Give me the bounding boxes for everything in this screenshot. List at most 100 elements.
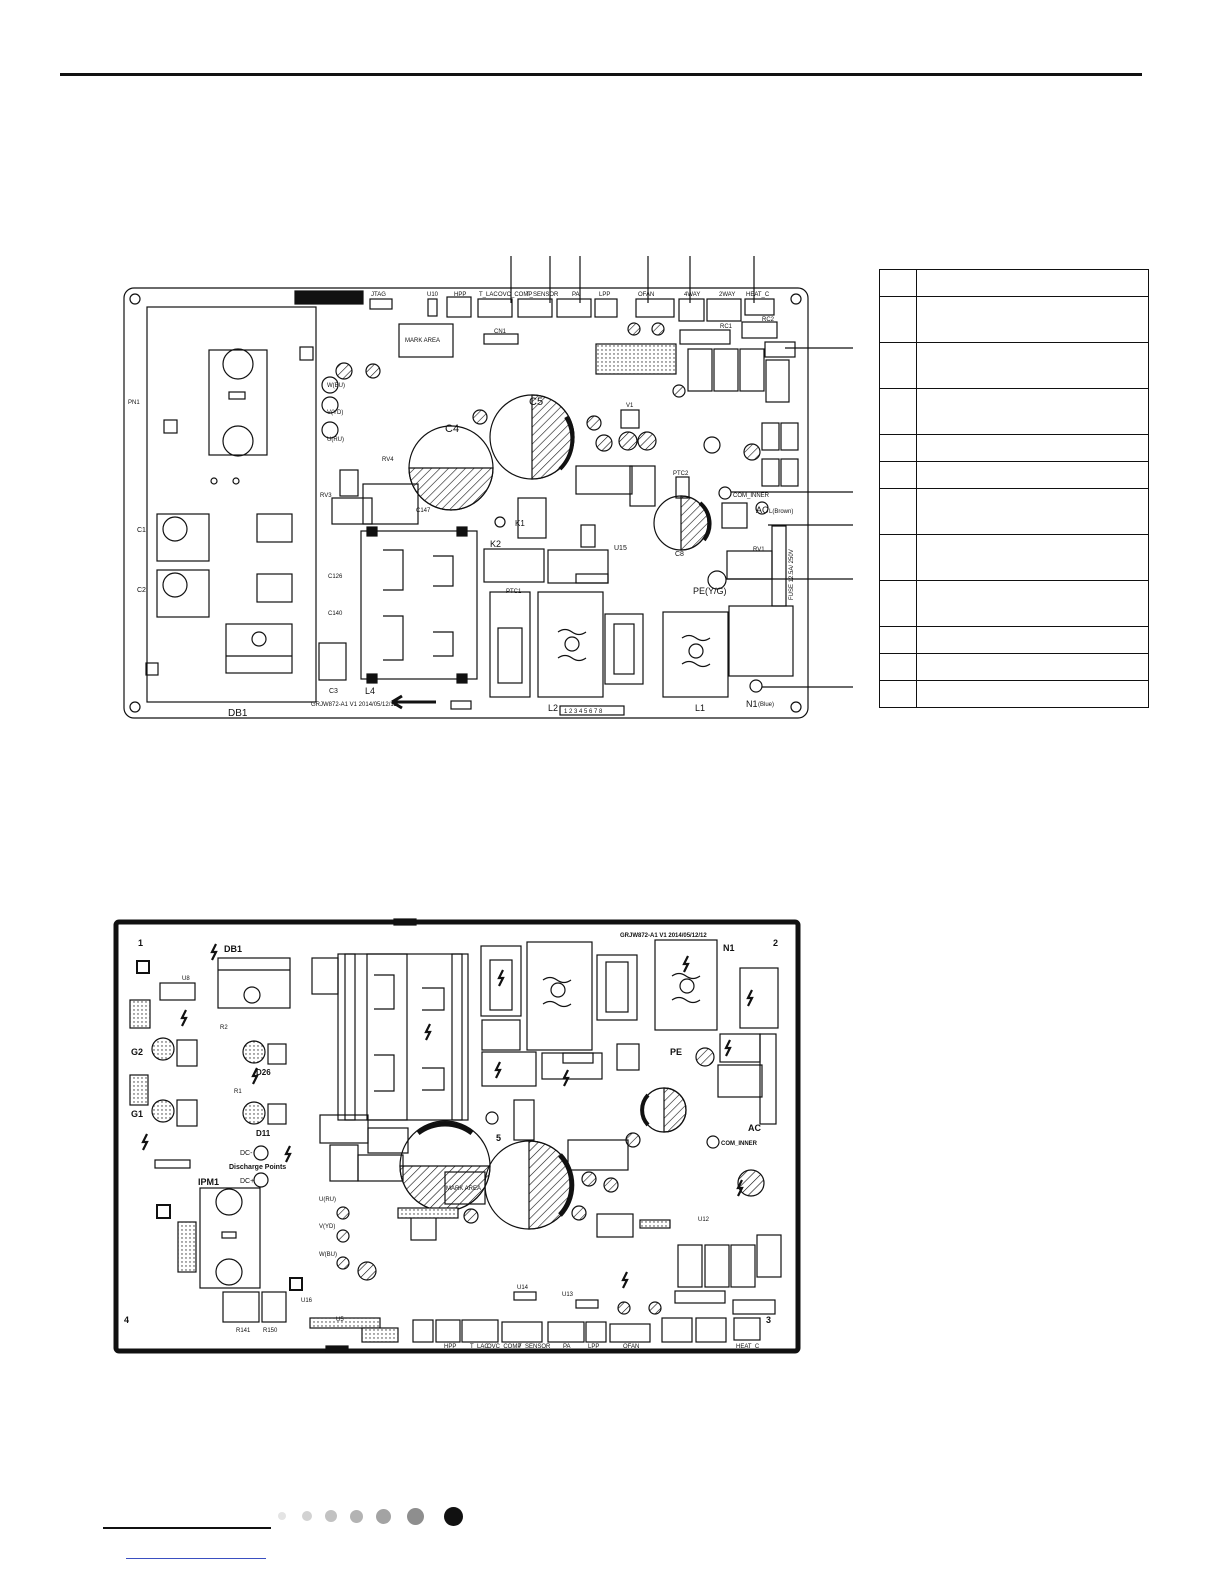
label-t-sensor: T_SENSOR <box>526 292 559 298</box>
label-v1: V1 <box>626 403 634 409</box>
legend-row <box>879 488 1149 535</box>
footer-rule <box>103 1527 271 1529</box>
legend-number-cell <box>879 296 917 343</box>
label-k2: K2 <box>490 539 501 549</box>
label-pa: PA <box>572 292 580 298</box>
board-bottom-view <box>113 918 801 1354</box>
label-db1: DB1 <box>228 708 248 719</box>
board1-outline <box>123 287 809 719</box>
b2-label-heat-c: HEAT_C <box>736 1344 760 1350</box>
legend-row <box>879 434 1149 462</box>
legend-number-cell <box>879 388 917 435</box>
label-u15: U15 <box>614 545 627 552</box>
b2-label-com-inner: COM_INNER <box>721 1141 758 1147</box>
b2-label-model: GRJW872-A1 V1 2014/05/12/12 <box>620 933 707 939</box>
legend-row <box>879 296 1149 343</box>
b2-label-d11: D11 <box>256 1129 271 1138</box>
legend-description-cell <box>916 488 1149 535</box>
label-rv1: RV1 <box>753 547 765 553</box>
b2-label-num3: 3 <box>766 1315 771 1325</box>
b2-label-ipm1: IPM1 <box>198 1177 219 1187</box>
legend-description-cell <box>916 680 1149 708</box>
legend-description-cell <box>916 653 1149 681</box>
b2-label-v-yd: V(YD) <box>319 1224 335 1230</box>
b2-label-r150: R150 <box>263 1328 278 1334</box>
footer-link-line <box>126 1558 266 1559</box>
legend-row <box>879 461 1149 489</box>
label-c8: C8 <box>675 551 684 558</box>
b2-label-discharge: Discharge Points <box>229 1164 286 1171</box>
inductor-l4 <box>360 530 478 680</box>
filter-l1 <box>662 611 729 698</box>
label-strip: 1 2 3 4 5 6 7 8 <box>564 709 603 715</box>
b2-label-u13: U13 <box>562 1292 574 1298</box>
legend-row <box>879 388 1149 435</box>
legend-number-cell <box>879 269 917 297</box>
label-ptc2: PTC2 <box>673 471 689 477</box>
label-ovc-comp: OVC_COMP <box>498 292 532 298</box>
legend-row <box>879 580 1149 627</box>
legend-row <box>879 626 1149 654</box>
label-c147: C147 <box>416 508 431 514</box>
b2-label-g2: G2 <box>131 1047 143 1057</box>
page-dot <box>376 1508 391 1524</box>
label-4way: 4WAY <box>684 292 700 298</box>
label-ofan: OFAN <box>638 292 654 298</box>
b2-label-u8: U8 <box>182 976 190 982</box>
label-c5: C5 <box>529 396 543 408</box>
label-fuse: FUSE 12.5A/ 250V <box>789 549 795 600</box>
legend-row <box>879 534 1149 581</box>
legend-row <box>879 653 1149 681</box>
label-pn1: PN1 <box>128 400 140 406</box>
legend-number-cell <box>879 653 917 681</box>
label-u10: U10 <box>427 292 439 298</box>
b2-label-dc-minus: DC- <box>240 1150 253 1157</box>
b2-label-u5: U5 <box>336 1317 344 1323</box>
b2-label-u14: U14 <box>517 1285 529 1291</box>
label-model: GRJW872-A1 V1 2014/05/12/12 <box>311 702 398 708</box>
b2-label-num1: 1 <box>138 938 143 948</box>
legend-description-cell <box>916 534 1149 581</box>
header-rule <box>60 73 1142 76</box>
filter-bottom-1 <box>526 941 593 1051</box>
page-dot-active <box>444 1506 463 1526</box>
board-top-view <box>123 256 853 719</box>
label-c3: C3 <box>329 688 338 695</box>
filter-l2 <box>537 591 604 698</box>
label-cn1: CN1 <box>494 329 507 335</box>
label-n1: N1 <box>746 699 758 709</box>
label-rv4: RV4 <box>382 457 394 463</box>
b2-label-r141: R141 <box>236 1328 251 1334</box>
legend-number-cell <box>879 534 917 581</box>
legend-number-cell <box>879 434 917 462</box>
label-l1: L1 <box>695 703 705 713</box>
legend-number-cell <box>879 488 917 535</box>
label-c1: C1 <box>137 527 146 534</box>
page-dot <box>350 1509 363 1523</box>
label-c4: C4 <box>445 423 459 435</box>
b2-label-comp: OVC_COMP <box>487 1344 521 1350</box>
label-lpp: LPP <box>599 292 610 298</box>
b2-label-u16: U16 <box>301 1298 313 1304</box>
transformer-bottom <box>337 953 469 1121</box>
label-k1: K1 <box>515 519 525 528</box>
b2-label-u-ru: U(RU) <box>319 1197 336 1203</box>
b2-label-db1: DB1 <box>224 944 242 954</box>
page-dot <box>407 1507 424 1525</box>
label-n1-color: (Blue) <box>758 702 774 708</box>
b2-label-pe: PE <box>670 1047 682 1057</box>
b2-label-hpp: HPP <box>444 1344 456 1350</box>
label-rv3: RV3 <box>320 493 332 499</box>
b2-label-r2: R2 <box>220 1025 228 1031</box>
b2-label-r1: R1 <box>234 1089 242 1095</box>
label-heat-c: HEAT_C <box>746 292 770 298</box>
legend-description-cell <box>916 461 1149 489</box>
label-ptc1: PTC1 <box>506 589 522 595</box>
legend-description-cell <box>916 342 1149 389</box>
board2-outline <box>113 919 801 1354</box>
legend-number-cell <box>879 342 917 389</box>
b2-label-d26: D26 <box>256 1068 271 1077</box>
label-c2: C2 <box>137 587 146 594</box>
b2-label-num5: 5 <box>496 1133 501 1143</box>
label-v-yd: V(YD) <box>327 410 343 416</box>
